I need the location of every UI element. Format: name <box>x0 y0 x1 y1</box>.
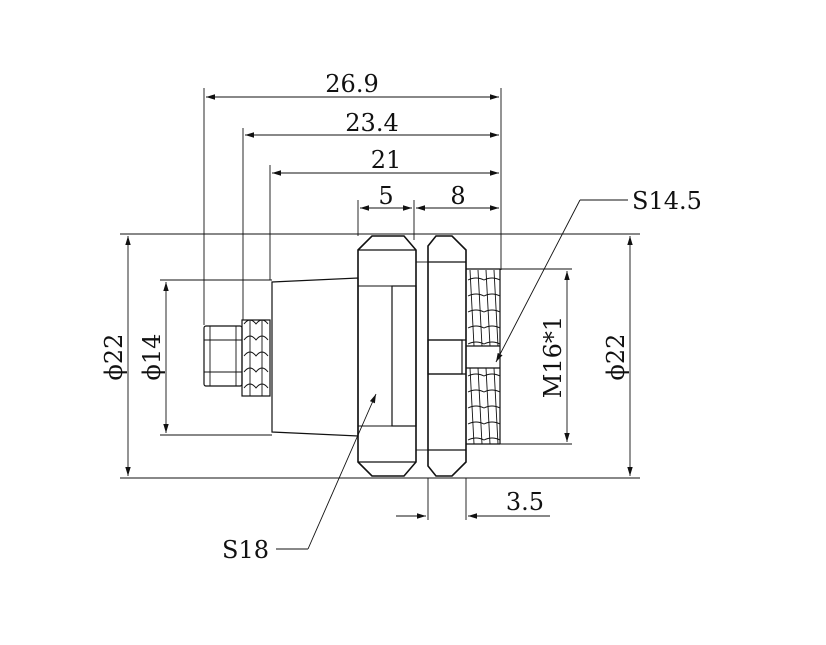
dim-diameter-left: ϕ22 <box>100 233 640 479</box>
pin-carrier <box>203 325 243 387</box>
dim-thread-spec-label: M16*1 <box>539 316 567 398</box>
dim-thread-length-label: 8 <box>450 182 465 210</box>
rear-body <box>271 277 359 437</box>
dim-length-2: 23.4 <box>242 109 499 320</box>
dim-flange-width: 5 <box>357 182 415 240</box>
callout-wrench-small: S14.5 <box>495 187 702 363</box>
dim-overall-length-label: 26.9 <box>325 70 378 98</box>
dim-diameter-left-label: ϕ22 <box>100 334 128 381</box>
center-boss <box>427 339 463 375</box>
callout-wrench-large-label: S18 <box>222 536 269 564</box>
callout-wrench-large: S18 <box>222 393 377 564</box>
threaded-shank <box>466 268 501 445</box>
dim-diameter-pin: ϕ14 <box>138 279 272 436</box>
dim-length-2-label: 23.4 <box>345 109 398 137</box>
dim-nut-offset-label: 3.5 <box>506 488 544 516</box>
dim-overall-length: 26.9 <box>203 70 502 325</box>
dim-thread-length: 8 <box>416 182 499 211</box>
dim-length-3-label: 21 <box>371 146 402 174</box>
dim-diameter-right-label: ϕ22 <box>602 334 630 381</box>
dim-flange-width-label: 5 <box>378 182 393 210</box>
dim-thread-spec: M16*1 <box>500 268 572 445</box>
callout-wrench-small-label: S14.5 <box>632 187 702 215</box>
dim-length-3: 21 <box>269 146 499 280</box>
dim-nut-offset: 3.5 <box>396 478 550 520</box>
hex-nut <box>416 235 467 477</box>
hex-flange <box>357 235 417 477</box>
dim-diameter-right: ϕ22 <box>602 236 633 476</box>
contact-pins <box>241 319 271 397</box>
dim-diameter-pin-label: ϕ14 <box>138 334 166 381</box>
